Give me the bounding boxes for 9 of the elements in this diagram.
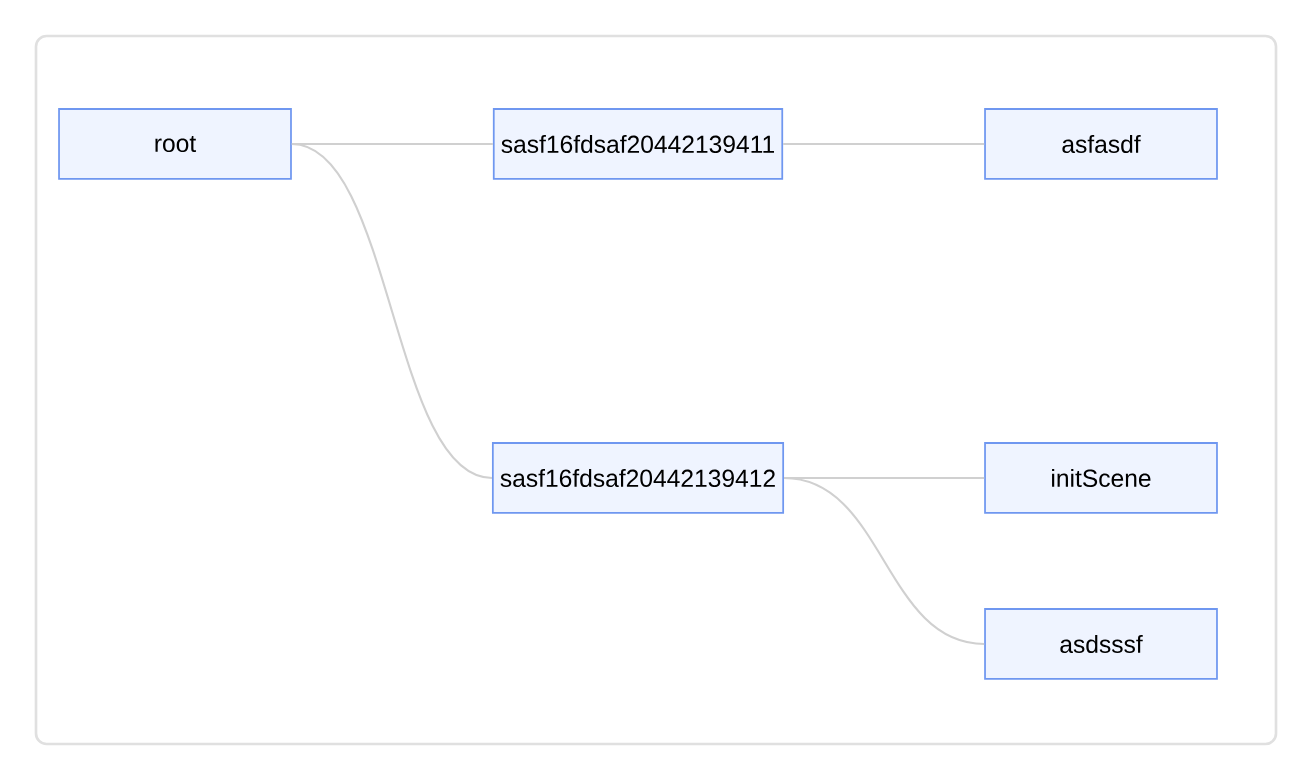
node-box: sasf16fdsaf20442139412 (491, 442, 785, 514)
connector-line (783, 142, 985, 146)
node-box: asdsssf (984, 608, 1218, 680)
connector-line (291, 143, 493, 479)
node-box: root (58, 108, 292, 180)
node-box: sasf16fdsaf20442139411 (492, 108, 784, 180)
node-box: asfasdf (984, 108, 1218, 180)
node-box: initScene (984, 442, 1218, 514)
connector-line (783, 476, 985, 646)
